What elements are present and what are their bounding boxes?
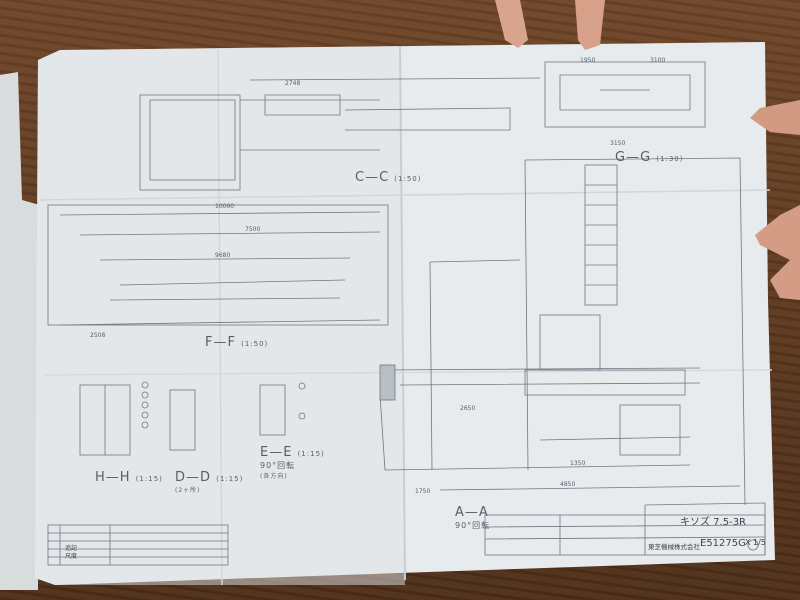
scale-label: 尺度 [65, 553, 78, 560]
e-e-detail [259, 384, 286, 436]
d-d-detail [169, 389, 196, 451]
drawing-name: キソズ 7.5-3R [680, 517, 747, 528]
revision-note: 追記 [65, 545, 78, 552]
c-c-view-left [139, 94, 241, 191]
section-e-e-label: E—E (1:15)90°回転(各方向) [260, 445, 325, 480]
hand-top-right [575, 0, 605, 50]
dimension-label: 2748 [285, 80, 301, 87]
drawing-number: E51275G [700, 538, 746, 549]
section-f-f-label: F—F (1:50) [205, 335, 269, 350]
sheet-number: X 1/5 [745, 538, 766, 547]
a-a-view [524, 157, 746, 506]
section-c-c-label: C—C (1:50) [355, 170, 422, 185]
revision-table [47, 524, 229, 566]
dimension-label: 1350 [570, 460, 586, 467]
dimension-label: 9680 [215, 252, 231, 259]
dimension-label: 2508 [90, 332, 106, 339]
folded-paper-strip [0, 72, 40, 590]
dimension-label: 1950 [580, 57, 596, 64]
dimension-label: 1750 [415, 488, 431, 495]
f-f-view [47, 204, 389, 326]
dimension-label: 3150 [610, 140, 626, 147]
dimension-label: 3100 [650, 57, 666, 64]
dimension-label: 4850 [560, 481, 576, 488]
g-g-view [544, 61, 706, 128]
hand-right-lower [755, 205, 800, 300]
hand-right-upper [750, 100, 800, 135]
section-h-h-label: H—H (1:15) [95, 470, 163, 485]
dimension-label: 7500 [245, 226, 261, 233]
dimension-label: 10060 [215, 203, 235, 210]
hand-top-left [495, 0, 528, 48]
dimension-label: 2650 [460, 405, 476, 412]
fold-line [399, 45, 406, 581]
company-name: 東芝機械株式会社 [648, 543, 700, 551]
section-g-g-label: G—G (1:30) [615, 150, 684, 165]
section-d-d-label: D—D (1:15)(2ヶ所) [175, 470, 244, 494]
